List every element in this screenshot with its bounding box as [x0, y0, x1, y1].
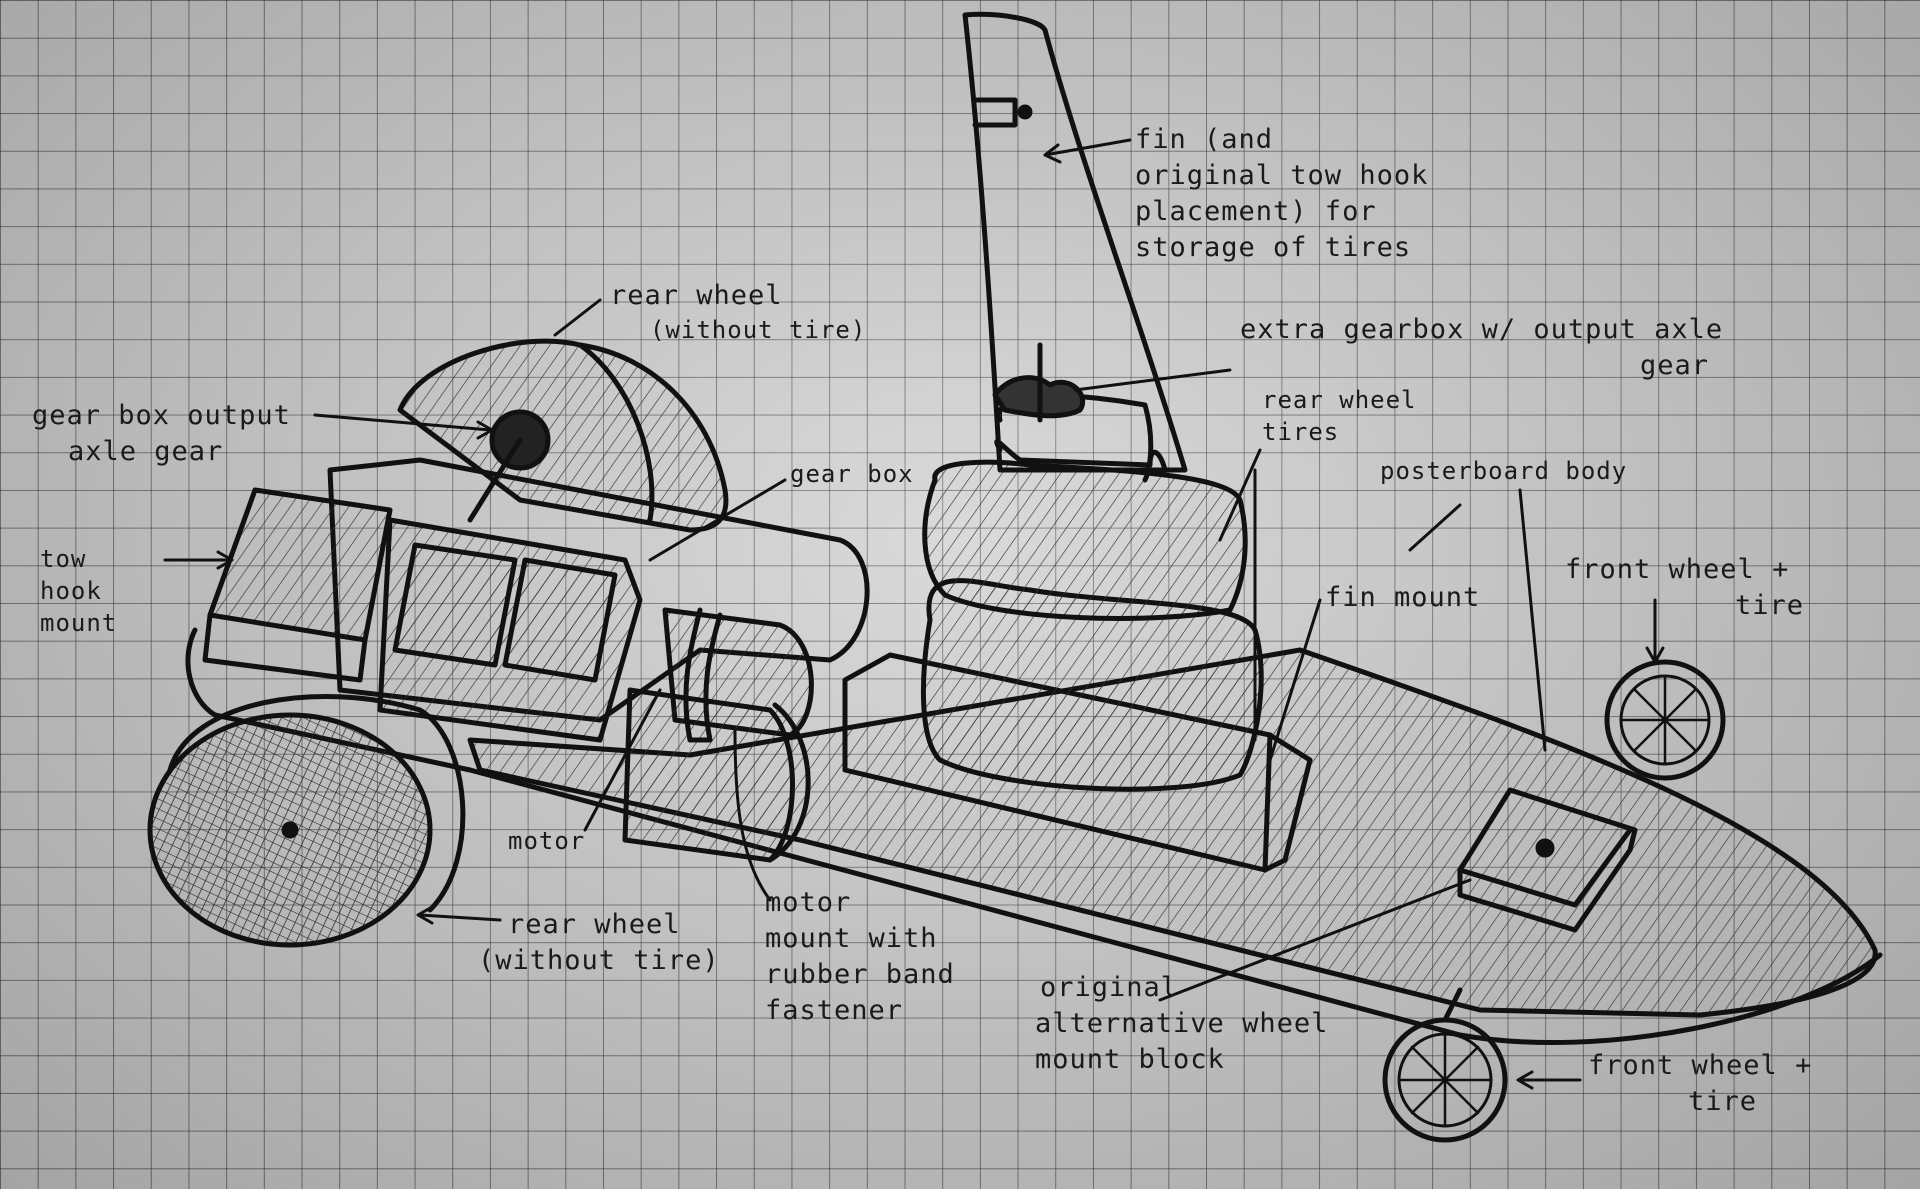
posterboard-body: [467, 647, 1878, 1018]
rear-wheel-top-arrow: [553, 298, 602, 337]
label-rear-wheel-top: rear wheel (without tire): [610, 280, 867, 344]
label-rear-wheel-tires: rear wheel tires: [1262, 386, 1417, 446]
label-fin-tow-hook-storage: fin (and original tow hook placement) fo…: [1135, 124, 1429, 263]
chassis-rail: [185, 627, 473, 773]
label-gearbox-output-gear: gear box output axle gear: [32, 400, 291, 467]
fin-mount-arrow: [1268, 598, 1322, 762]
label-extra-gearbox: extra gearbox w/ output axle gear: [1240, 314, 1724, 381]
alt-wheel-mount-block: [1457, 787, 1638, 933]
label-front-wheel-top: front wheel + tire: [1565, 554, 1805, 621]
label-fin-mount: fin mount: [1325, 582, 1481, 613]
label-alt-wheel-mount-block: original alternative wheel mount block: [1035, 972, 1329, 1075]
rear-tires-arrow: [1218, 448, 1262, 542]
label-motor-mount: motor mount with rubber band fastener: [765, 887, 955, 1026]
motor-mount-arrow: [733, 728, 772, 902]
fin-arrow: [1043, 138, 1132, 157]
fin: [962, 11, 1188, 473]
label-rear-wheel-bottom: rear wheel (without tire): [478, 909, 720, 976]
upper-tire: [922, 459, 1248, 621]
output-gear-arrow: [313, 413, 492, 432]
label-tow-hook-mount: tow hook mount: [40, 545, 118, 637]
label-motor: motor: [508, 827, 586, 855]
front-wheel-top: [1604, 659, 1726, 781]
rear-wheel-bottom-arrow: [418, 913, 502, 922]
motor-arrow: [583, 688, 662, 832]
tow-hook-mount: [207, 487, 393, 643]
rubber-band: [683, 607, 723, 743]
body-lower-edge: [467, 767, 1883, 1045]
extra-gearbox-arrow: [1073, 368, 1232, 392]
gear-slot-1: [392, 542, 518, 668]
fin-notch: [972, 97, 1018, 128]
posterboard-arrow: [1408, 503, 1462, 552]
front-wheel-bottom: [1382, 1017, 1508, 1143]
label-front-wheel-bottom: front wheel + tire: [1588, 1050, 1813, 1117]
label-gear-box: gear box: [790, 460, 914, 488]
gear-slot-2: [502, 557, 618, 683]
gearbox-arrow: [648, 478, 787, 562]
rear-drum: [397, 338, 729, 533]
label-posterboard-body: posterboard body: [1380, 457, 1628, 485]
alt-mount-arrow: [1158, 878, 1472, 1002]
